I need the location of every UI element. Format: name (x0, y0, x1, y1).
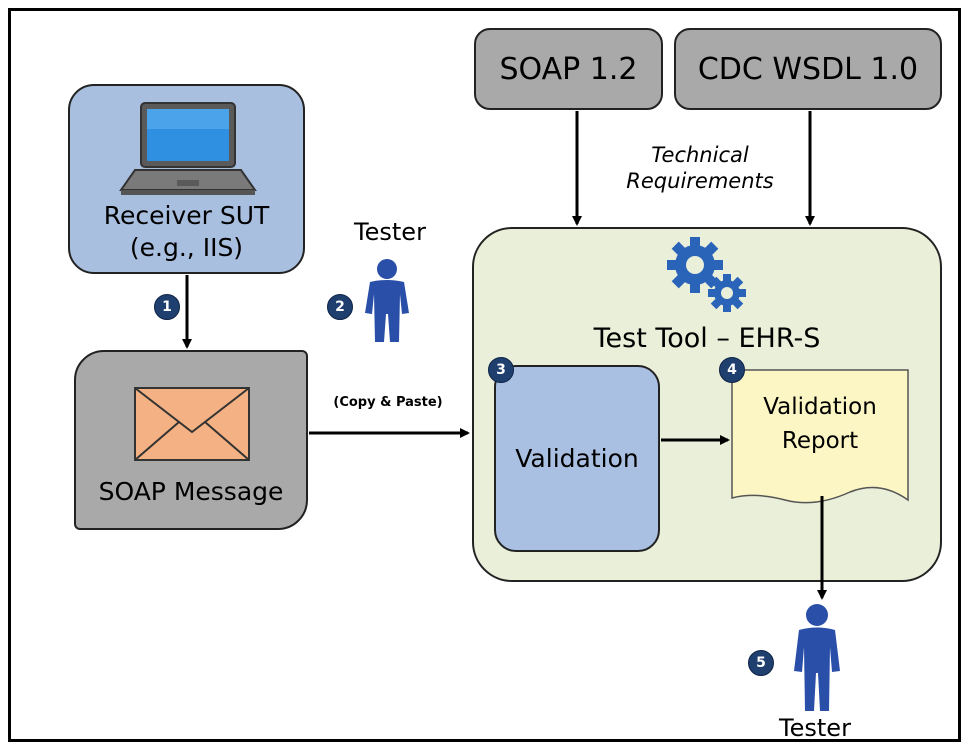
step-badge-5: 5 (748, 650, 774, 676)
tech-req-line1: Technical (651, 143, 749, 167)
test-tool-label: Test Tool – EHR-S (593, 323, 821, 354)
report-label-line1: Validation (763, 394, 877, 420)
soap12-label: SOAP 1.2 (499, 51, 638, 87)
receiver-sut-node: Receiver SUT (e.g., IIS) (68, 84, 305, 274)
receiver-label-line2: (e.g., IIS) (129, 233, 244, 262)
soap12-node: SOAP 1.2 (474, 28, 663, 110)
gears-icon (667, 237, 746, 312)
validation-node: Validation (494, 365, 660, 552)
step-badge-4: 4 (719, 357, 745, 383)
tech-req-line2: Requirements (626, 169, 774, 193)
tester-top-label: Tester (354, 218, 426, 246)
copy-paste-label: (Copy & Paste) (333, 395, 443, 410)
step-badge-2: 2 (327, 294, 353, 320)
report-label-line2: Report (781, 428, 859, 454)
person-icon (794, 604, 840, 711)
soap-message-label: SOAP Message (98, 477, 284, 506)
wsdl-node: CDC WSDL 1.0 (674, 28, 942, 110)
envelope-icon (134, 387, 250, 461)
tester-bottom-label: Tester (779, 714, 851, 742)
technical-requirements-label: Technical Requirements (600, 142, 800, 194)
receiver-label-line1: Receiver SUT (103, 201, 270, 230)
wsdl-label: CDC WSDL 1.0 (697, 51, 919, 87)
validation-report-label: Validation Report (732, 390, 908, 458)
person-icon (365, 259, 409, 342)
step-badge-1: 1 (154, 294, 180, 320)
laptop-icon (119, 102, 257, 195)
validation-label: Validation (515, 444, 639, 473)
step-badge-3: 3 (488, 357, 514, 383)
receiver-label: Receiver SUT (e.g., IIS) (70, 200, 303, 264)
soap-message-node: SOAP Message (74, 350, 308, 530)
